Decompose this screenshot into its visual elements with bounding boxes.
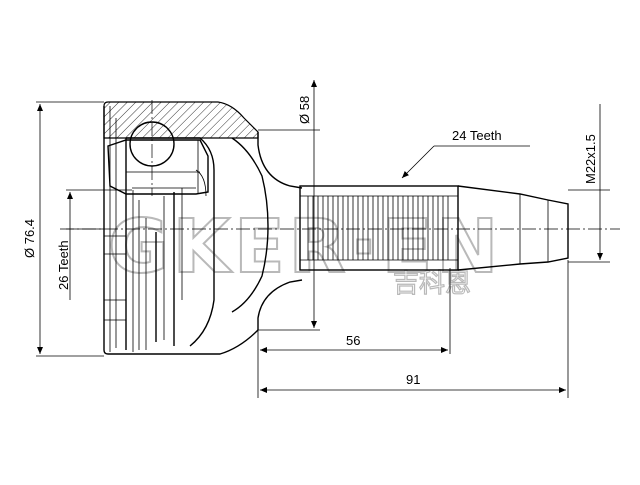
outer-housing (103, 101, 303, 355)
dimension-91: 91 (260, 260, 569, 398)
dimension-dia-76-4: Ø 76.4 (22, 101, 104, 357)
label-thread: M22x1.5 (583, 134, 598, 184)
watermark-chinese: 吉科恩 (393, 269, 471, 299)
label-24-teeth: 24 Teeth (452, 128, 502, 143)
label-56: 56 (346, 333, 360, 348)
dimension-26-teeth: 26 Teeth (56, 189, 132, 300)
spline-shaft (299, 185, 569, 271)
dimension-24-teeth: 24 Teeth (401, 128, 530, 179)
label-dia-76-4: Ø 76.4 (22, 219, 37, 258)
label-91: 91 (406, 372, 420, 387)
dimension-dia-58: Ø 58 (258, 80, 320, 331)
dimension-56: 56 (257, 268, 451, 398)
label-26-teeth: 26 Teeth (56, 240, 71, 290)
dimension-thread: M22x1.5 (568, 104, 610, 263)
label-dia-58: Ø 58 (297, 96, 312, 124)
